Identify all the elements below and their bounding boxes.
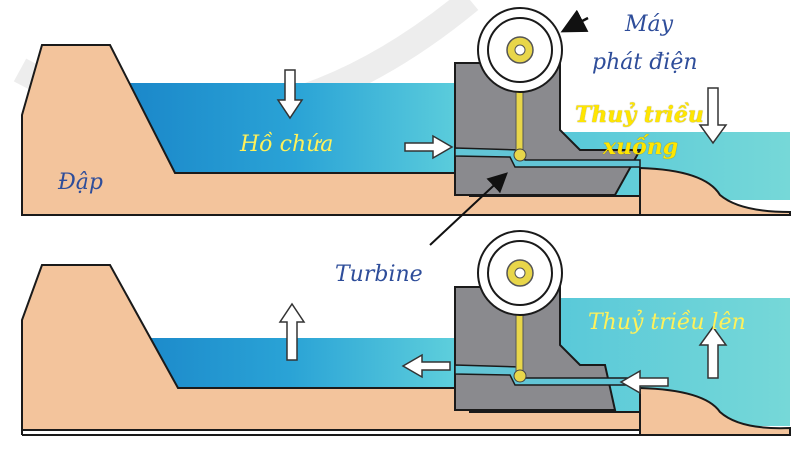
sea-up-arrow: [698, 325, 728, 379]
panel-tide-in: [21, 230, 791, 436]
turbine-hub: [513, 148, 527, 162]
tide-out-label-line2: xuống: [603, 134, 679, 160]
reservoir-label: Hồ chứa: [240, 132, 334, 157]
flow-left-arrow: [401, 353, 451, 379]
tide-in-label: Thuỷ triều lên: [588, 310, 746, 335]
generator-label-line2: phát điện: [592, 50, 698, 75]
generator-wheel-2: [477, 230, 563, 316]
flow-left-arrow-sea: [619, 369, 669, 395]
turbine-label: Turbine: [335, 262, 423, 287]
sea-bed: [639, 166, 791, 216]
generator-pointer-arrow: [560, 9, 589, 33]
reservoir-up-arrow: [278, 302, 306, 361]
flow-right-arrow: [404, 134, 454, 160]
generator-label-line1: Máy: [625, 12, 674, 37]
turbine-hub-2: [513, 369, 527, 383]
tide-out-label-line1: Thuỷ triều: [575, 102, 704, 128]
turbine-pointer-arrow: [429, 172, 508, 246]
reservoir-down-arrow: [276, 69, 304, 120]
sea-bed-2: [639, 386, 791, 436]
generator-wheel: [477, 7, 563, 93]
sea-down-arrow: [698, 87, 728, 145]
dam-label: Đập: [58, 170, 103, 195]
panel-tide-out: [21, 7, 791, 216]
